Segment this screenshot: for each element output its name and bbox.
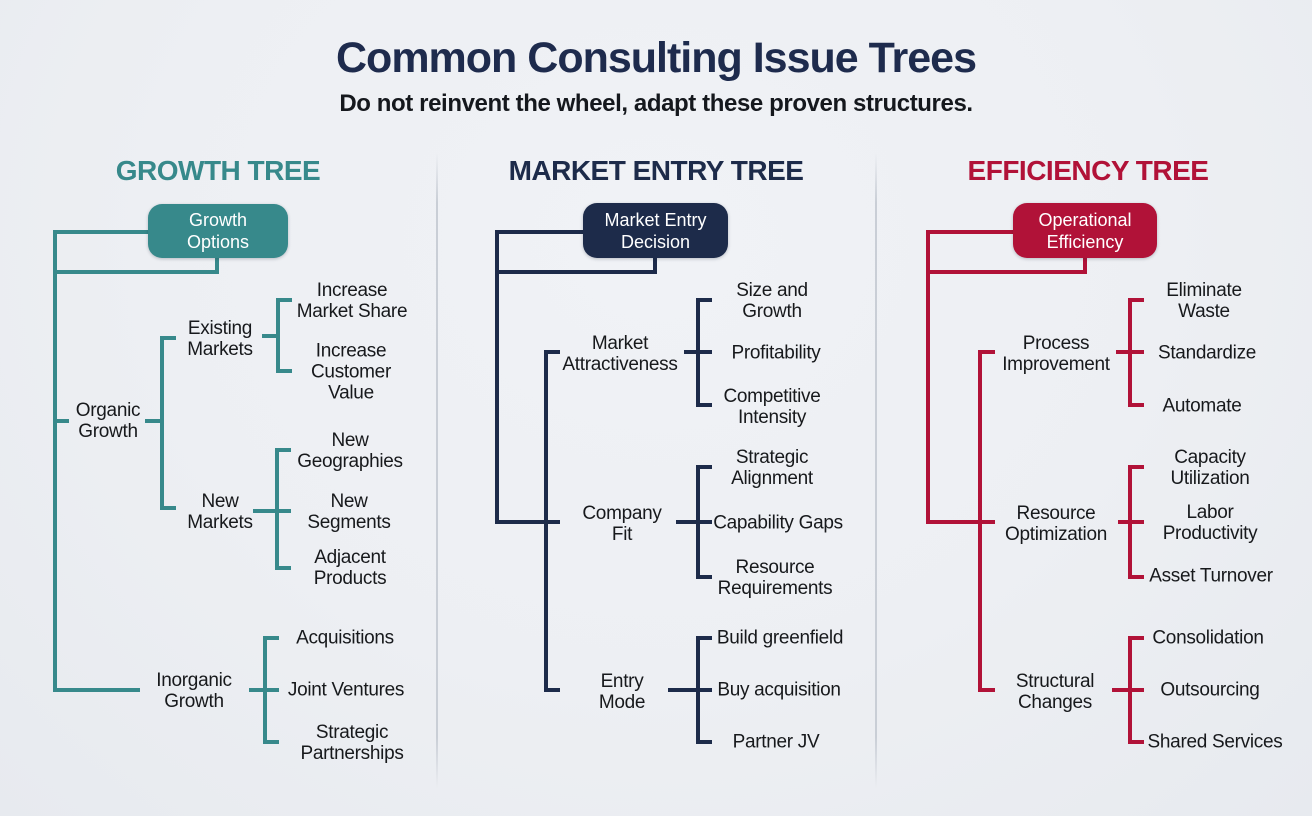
leaf-acquisitions: Acquisitions [296, 627, 394, 649]
leaf-joint-ventures: Joint Ventures [287, 679, 405, 701]
leaf-consolidation: Consolidation [1152, 627, 1264, 649]
connector-group-1 [495, 230, 712, 744]
leaf-competitive-intensity: Competitive Intensity [723, 386, 821, 428]
branch-company-fit: Company Fit [582, 503, 662, 545]
column-divider-left [436, 152, 438, 788]
leaf-new-geographies: New Geographies [297, 430, 403, 472]
branch-existing-markets: Existing Markets [187, 318, 253, 360]
branch-organic-growth: Organic Growth [75, 400, 141, 442]
branch-inorganic-growth: Inorganic Growth [156, 670, 232, 712]
connector-group-2 [926, 230, 1144, 744]
leaf-partner-jv: Partner JV [732, 731, 820, 753]
leaf-buy-acquisition: Buy acquisition [717, 679, 841, 701]
leaf-capacity-utilization: Capacity Utilization [1170, 447, 1250, 489]
leaf-labor-productivity: Labor Productivity [1162, 502, 1258, 544]
branch-structural-changes: Structural Changes [1015, 671, 1095, 713]
branch-new-markets: New Markets [187, 491, 253, 533]
leaf-standardize: Standardize [1157, 342, 1257, 364]
branch-resource-optimization: Resource Optimization [1005, 503, 1107, 545]
column-divider-right [875, 152, 877, 788]
connector-group-0 [53, 230, 292, 744]
leaf-asset-turnover: Asset Turnover [1149, 565, 1273, 587]
leaf-increase-customer-value: Increase Customer Value [311, 340, 391, 404]
leaf-automate: Automate [1162, 395, 1242, 417]
branch-process-improvement: Process Improvement [1002, 333, 1110, 375]
growth-tree-header: GROWTH TREE [115, 155, 321, 186]
market-entry-tree-header: MARKET ENTRY TREE [508, 155, 804, 186]
leaf-size-and-growth: Size and Growth [736, 280, 808, 322]
leaf-strategic-partnerships: Strategic Partnerships [300, 722, 404, 764]
page-subtitle: Do not reinvent the wheel, adapt these p… [339, 90, 973, 117]
leaf-outsourcing: Outsourcing [1160, 679, 1260, 701]
leaf-strategic-alignment: Strategic Alignment [731, 447, 813, 489]
branch-entry-mode: Entry Mode [598, 671, 646, 713]
branch-market-attractiveness: Market Attractiveness [562, 333, 678, 375]
leaf-adjacent-products: Adjacent Products [313, 547, 387, 589]
leaf-resource-requirements: Resource Requirements [717, 557, 833, 599]
efficiency-root-node: Operational Efficiency [1013, 203, 1157, 258]
leaf-build-greenfield: Build greenfield [716, 627, 844, 649]
leaf-shared-services: Shared Services [1147, 731, 1283, 753]
leaf-increase-market-share: Increase Market Share [296, 280, 408, 322]
leaf-eliminate-waste: Eliminate Waste [1166, 280, 1242, 322]
leaf-new-segments: New Segments [307, 491, 391, 533]
leaf-capability-gaps: Capability Gaps [713, 512, 843, 534]
leaf-profitability: Profitability [731, 342, 821, 364]
page-title: Common Consulting Issue Trees [336, 34, 977, 82]
efficiency-tree-header: EFFICIENCY TREE [967, 155, 1209, 186]
growth-root-node: Growth Options [148, 204, 288, 258]
market-entry-root-node: Market Entry Decision [583, 203, 728, 258]
